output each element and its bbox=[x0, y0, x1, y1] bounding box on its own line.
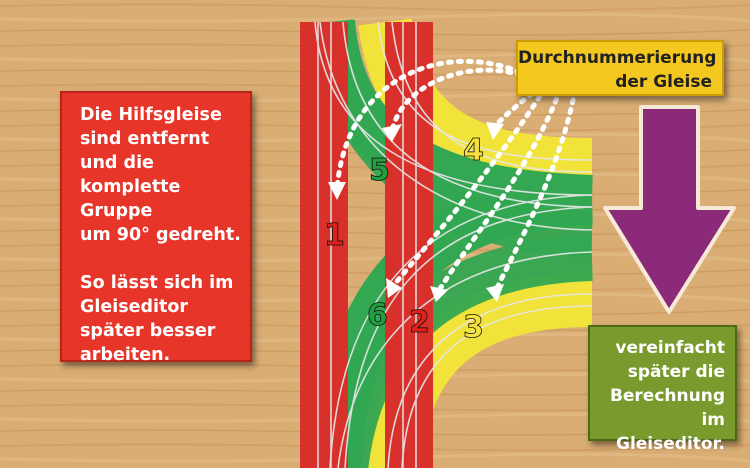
numbering-arrows bbox=[334, 58, 578, 295]
left-note-line: Die Hilfsgleise bbox=[80, 105, 222, 125]
numbering-label: Durchnummerierung der Gleise bbox=[516, 40, 724, 96]
left-note: Die Hilfsgleise sind entfernt und die ko… bbox=[60, 91, 252, 365]
bottom-note-line: später die bbox=[627, 362, 725, 382]
track-number-1: 1 bbox=[324, 218, 345, 253]
track-number-2: 2 bbox=[409, 305, 430, 340]
left-note-line: So lässt sich im bbox=[80, 273, 234, 293]
left-note-line: Gleiseditor bbox=[80, 297, 189, 317]
track-number-4: 4 bbox=[463, 133, 484, 168]
left-note-line: arbeiten. bbox=[80, 345, 171, 365]
track-number-5: 5 bbox=[369, 153, 390, 188]
bottom-note: vereinfacht später die Berechnung im Gle… bbox=[588, 325, 737, 454]
bottom-note-line: im Gleiseditor. bbox=[615, 410, 725, 454]
track-number-6: 6 bbox=[367, 298, 388, 333]
bottom-note-line: vereinfacht bbox=[615, 338, 725, 358]
track-number-3: 3 bbox=[463, 310, 484, 345]
left-note-line: komplette Gruppe bbox=[80, 177, 181, 221]
numbering-label-line: Durchnummerierung bbox=[518, 48, 717, 68]
left-note-line: und die bbox=[80, 153, 154, 173]
left-note-line: sind entfernt bbox=[80, 129, 210, 149]
arrow-heads bbox=[328, 122, 504, 302]
red-tracks bbox=[300, 22, 433, 468]
left-note-line: später besser bbox=[80, 321, 216, 341]
bottom-note-line: Berechnung bbox=[609, 386, 725, 406]
down-arrow bbox=[603, 105, 736, 314]
left-note-line: um 90° gedreht. bbox=[80, 225, 241, 245]
numbering-label-line: der Gleise bbox=[615, 72, 712, 92]
